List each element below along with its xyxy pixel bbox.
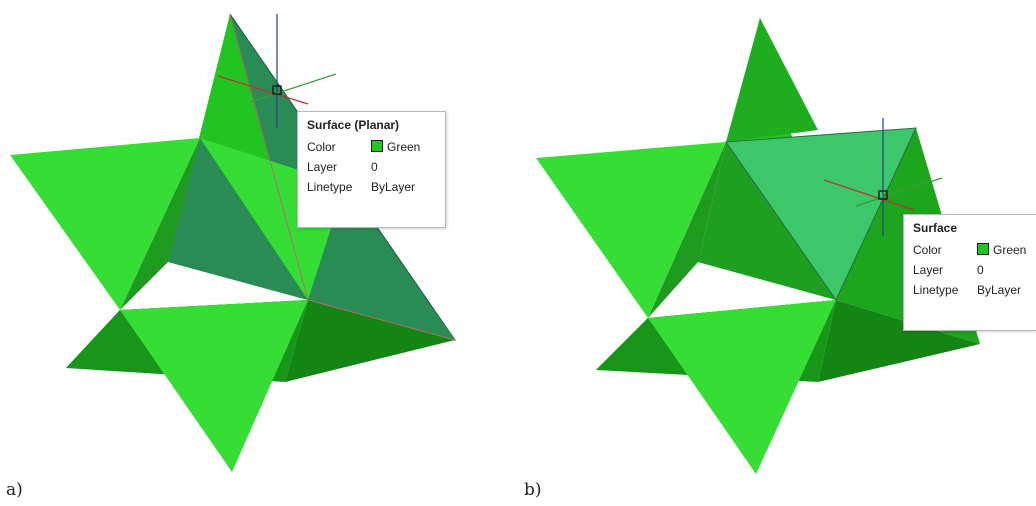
- tooltip-key: Linetype: [307, 180, 353, 194]
- back-face-lower-right[interactable]: [818, 300, 980, 382]
- face-outline: [229, 13, 456, 341]
- front-face-bottom[interactable]: [120, 300, 308, 472]
- cursor-axis-y: [855, 177, 943, 207]
- cursor-axis-y: [249, 73, 337, 103]
- tooltip-row-color: Color Green: [913, 240, 1027, 260]
- front-face-left[interactable]: [10, 138, 200, 310]
- color-swatch-icon: [371, 140, 383, 152]
- star-tetrahedron-viewport-a[interactable]: [0, 0, 518, 506]
- panel-caption: a): [6, 480, 23, 500]
- tooltip-key: Linetype: [913, 283, 959, 297]
- tooltip-key: Color: [307, 140, 336, 154]
- properties-tooltip: Surface (Planar) Color Green Layer 0 Lin…: [297, 111, 446, 228]
- inner-face-center[interactable]: [698, 142, 836, 300]
- back-face-top-right[interactable]: [726, 18, 818, 142]
- cursor-pickbox[interactable]: [878, 190, 888, 200]
- color-swatch-icon: [977, 243, 989, 255]
- back-face-lower-right[interactable]: [285, 300, 455, 382]
- tooltip-key: Layer: [307, 160, 338, 174]
- inner-face-center[interactable]: [168, 138, 308, 300]
- highlighted-surface-face[interactable]: [725, 127, 917, 301]
- cursor-axis-x: [823, 179, 915, 211]
- tooltip-value: ByLayer: [371, 180, 416, 194]
- cursor-axis-x: [217, 75, 309, 105]
- tooltip-value: 0: [977, 263, 984, 277]
- tooltip-value: 0: [371, 160, 378, 174]
- tooltip-row-color: Color Green: [307, 137, 436, 157]
- tooltip-value: ByLayer: [977, 283, 1022, 297]
- tooltip-title: Surface (Planar): [307, 118, 400, 132]
- properties-tooltip: Surface Color Green Layer 0 Linetype ByL…: [903, 214, 1036, 331]
- tooltip-row-layer: Layer 0: [307, 157, 436, 177]
- panel-b: Surface Color Green Layer 0 Linetype ByL…: [518, 0, 1036, 506]
- front-face-bottom[interactable]: [648, 300, 836, 474]
- tooltip-key: Layer: [913, 263, 944, 277]
- tooltip-row-linetype: Linetype ByLayer: [913, 280, 1027, 300]
- cursor-pickbox[interactable]: [272, 85, 282, 95]
- panel-caption: b): [524, 480, 542, 500]
- tooltip-title: Surface: [913, 221, 958, 235]
- tooltip-row-layer: Layer 0: [913, 260, 1027, 280]
- tooltip-key: Color: [913, 243, 942, 257]
- tooltip-value: Green: [993, 243, 1027, 257]
- panel-a: Surface (Planar) Color Green Layer 0 Lin…: [0, 0, 518, 506]
- tooltip-value: Green: [387, 140, 421, 154]
- front-face-left[interactable]: [536, 142, 726, 318]
- tooltip-row-linetype: Linetype ByLayer: [307, 177, 436, 197]
